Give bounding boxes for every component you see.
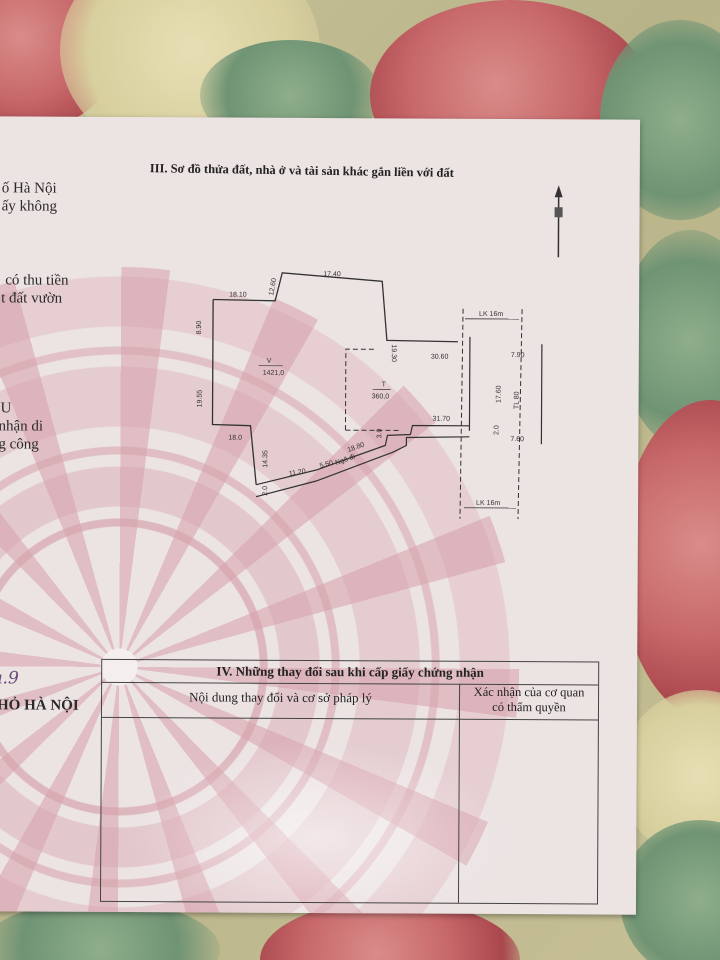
changes-content-cell bbox=[101, 717, 459, 903]
parcel-t-code: T bbox=[382, 381, 387, 388]
dim-label: 12.60 bbox=[268, 278, 278, 297]
dim-label: 17.60 bbox=[496, 385, 503, 403]
road-center-label: TL 80 bbox=[514, 391, 521, 409]
parcel-t-area: 360,0 bbox=[372, 393, 390, 400]
confirmation-cell bbox=[459, 719, 598, 904]
column-header-changes: Nội dung thay đổi và cơ sở pháp lý bbox=[189, 689, 372, 706]
path-label: Ngõ đi bbox=[335, 453, 357, 467]
dim-label: 2.0 bbox=[262, 486, 269, 496]
column-header-confirmation: Xác nhận của cơ quan có thẩm quyền bbox=[460, 685, 598, 716]
certificate-page: III. Sơ đồ thửa đất, nhà ở và tài sản kh… bbox=[0, 116, 641, 915]
dim-label: 5.50 bbox=[319, 460, 334, 470]
table-header-row: Nội dung thay đổi và cơ sở pháp lý Xác n… bbox=[101, 681, 599, 721]
issuing-authority: HỎ HÀ NỘI bbox=[0, 697, 79, 714]
dim-label: 18.10 bbox=[229, 292, 247, 299]
parcel-v-area: 1421,0 bbox=[263, 370, 285, 377]
dim-label: 30.60 bbox=[431, 354, 449, 361]
dim-label: 14.35 bbox=[262, 450, 269, 468]
dim-label: 18.80 bbox=[347, 442, 366, 455]
dim-label: 3.0 bbox=[376, 428, 383, 438]
dim-label: 7.60 bbox=[510, 436, 524, 443]
dim-label: 7.90 bbox=[511, 352, 525, 359]
plot-plan-diagram: V 1421,0 T 360,0 17.40 12.60 18.10 8.90 … bbox=[196, 185, 563, 520]
north-arrow-icon bbox=[554, 185, 563, 258]
dim-label: 8.90 bbox=[196, 321, 203, 335]
dim-label: 17.40 bbox=[323, 271, 341, 278]
section-iv-table: IV. Những thay đổi sau khi cấp giấy chứn… bbox=[99, 658, 600, 905]
parcel-v-code: V bbox=[267, 358, 272, 365]
dim-label: 2.0 bbox=[493, 425, 500, 435]
road-width-label-bottom: LK 16m bbox=[476, 500, 500, 507]
dim-label: 18.0 bbox=[228, 435, 242, 442]
dim-label: 19.55 bbox=[197, 390, 204, 408]
dim-label: 19.30 bbox=[390, 344, 397, 362]
dim-label: 31.70 bbox=[432, 416, 450, 423]
road-width-label-top: LK 16m bbox=[479, 311, 503, 318]
dim-label: 11.20 bbox=[288, 468, 306, 478]
column-header-line: có thẩm quyền bbox=[492, 699, 566, 715]
column-header-line: Xác nhận của cơ quan bbox=[473, 684, 585, 700]
handwritten-number: ı.9 bbox=[0, 668, 19, 689]
